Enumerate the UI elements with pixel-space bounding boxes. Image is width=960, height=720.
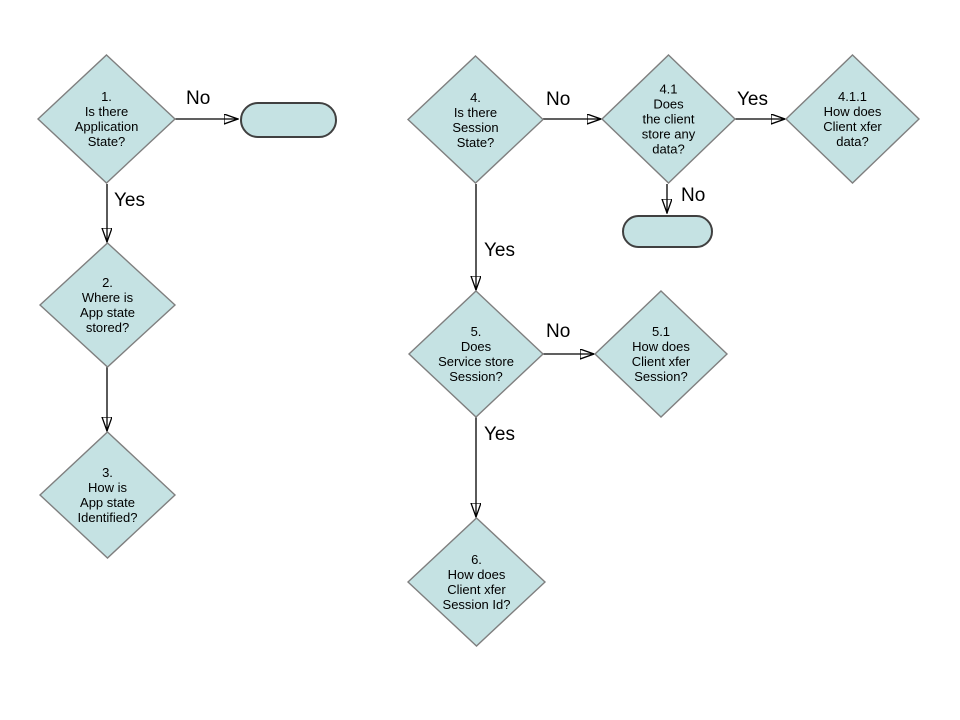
- terminator-node-1: [240, 102, 337, 138]
- decision-node-1: 1. Is there Application State?: [38, 55, 175, 183]
- node-label-5-1: 5.1 How does Client xfer Session?: [631, 324, 691, 384]
- node-label-2: 2. Where is App state stored?: [80, 275, 135, 335]
- edge-label-yes-41: Yes: [737, 89, 768, 110]
- decision-node-4-1: 4.1 Does the client store any data?: [602, 55, 735, 183]
- diamond-shape: [40, 243, 175, 367]
- decision-node-2: 2. Where is App state stored?: [40, 243, 175, 367]
- edge-label-no-41: No: [681, 185, 706, 206]
- decision-node-5-1: 5.1 How does Client xfer Session?: [595, 291, 727, 417]
- edge-label-yes-5: Yes: [484, 424, 515, 445]
- diamond-shape: [602, 55, 735, 183]
- node-label-3: 3. How is App state Identified?: [77, 465, 138, 525]
- node-label-4: 4. Is there Session State?: [452, 89, 499, 150]
- decision-node-5: 5. Does Service store Session?: [409, 291, 543, 417]
- diamond-shape: [409, 291, 543, 417]
- edge-label-no-4: No: [546, 89, 571, 110]
- decision-node-6: 6. How does Client xfer Session Id?: [408, 518, 545, 646]
- decision-node-4: 4. Is there Session State?: [408, 56, 543, 183]
- edge-label-yes-1: Yes: [114, 190, 145, 211]
- diamond-shape: [40, 432, 175, 558]
- diamond-shape: [595, 291, 727, 417]
- node-label-5: 5. Does Service store Session?: [438, 324, 514, 384]
- diamond-shape: [408, 56, 543, 183]
- node-label-6: 6. How does Client xfer Session Id?: [442, 552, 511, 612]
- terminator-node-2: [622, 215, 713, 248]
- diamond-shape: [786, 55, 919, 183]
- diamond-shape: [408, 518, 545, 646]
- node-label-4-1-1: 4.1.1 How does Client xfer data?: [823, 89, 882, 149]
- decision-node-4-1-1: 4.1.1 How does Client xfer data?: [786, 55, 919, 183]
- diamond-shape: [38, 55, 175, 183]
- edge-label-no-1: No: [186, 88, 211, 109]
- edge-label-no-5: No: [546, 321, 571, 342]
- node-label-4-1: 4.1 Does the client store any data?: [641, 81, 696, 157]
- edge-label-yes-4: Yes: [484, 240, 515, 261]
- decision-node-3: 3. How is App state Identified?: [40, 432, 175, 558]
- node-label-1: 1. Is there Application State?: [74, 89, 139, 149]
